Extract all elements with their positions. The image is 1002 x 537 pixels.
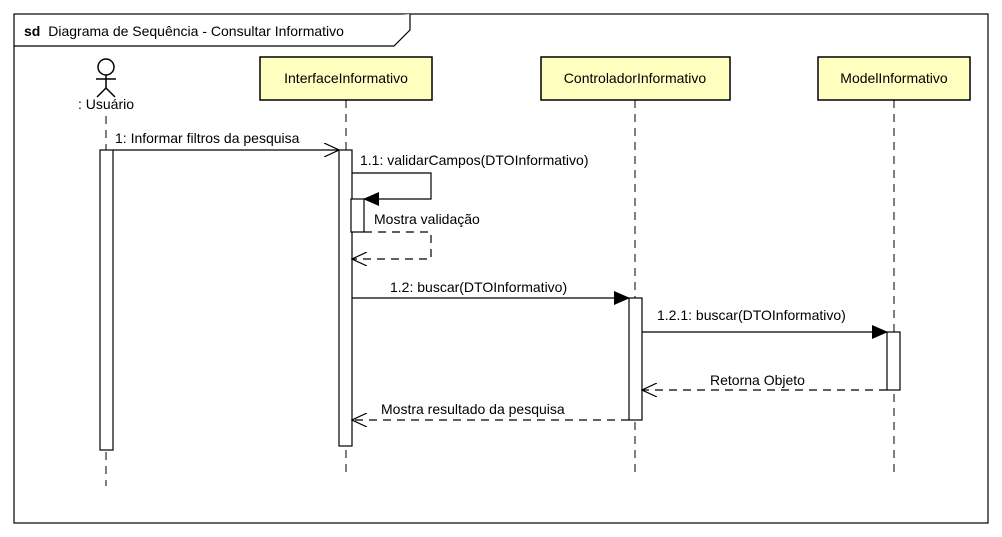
sd-frame xyxy=(13,13,989,524)
sd-keyword: sd xyxy=(24,23,40,39)
message-1-1-arrow xyxy=(352,172,432,206)
participant-controlador-box xyxy=(540,56,731,101)
message-return-resultado-label: Mostra resultado da pesquisa xyxy=(381,401,565,417)
sd-title: Diagrama de Sequência - Consultar Inform… xyxy=(48,23,344,39)
participant-controlador-label: ControladorInformativo xyxy=(564,70,707,86)
message-1-1-label: 1.1: validarCampos(DTOInformativo) xyxy=(360,152,588,168)
activation-usuario xyxy=(99,149,114,451)
message-return-objeto-label: Retorna Objeto xyxy=(710,372,805,388)
activation-interface xyxy=(338,149,353,447)
participant-interface-label: InterfaceInformativo xyxy=(284,70,408,86)
message-1-2-label: 1.2: buscar(DTOInformativo) xyxy=(390,279,567,295)
sd-frame-tab xyxy=(14,14,411,47)
message-return-validacao-label: Mostra validação xyxy=(374,211,480,227)
participant-model-label: ModelInformativo xyxy=(840,70,948,86)
sd-frame-header: sd Diagrama de Sequência - Consultar Inf… xyxy=(24,23,344,39)
message-return-validacao-arrow xyxy=(352,231,432,259)
participant-interface-box xyxy=(259,56,433,101)
activation-controlador xyxy=(628,297,643,421)
actor-usuario xyxy=(96,58,116,98)
activation-interface-nested xyxy=(350,198,365,233)
actor-usuario-label: : Usuário xyxy=(78,96,134,112)
activation-model xyxy=(886,331,901,391)
message-1-label: 1: Informar filtros da pesquisa xyxy=(115,130,300,146)
participant-model-box xyxy=(817,56,971,101)
message-1-2-1-label: 1.2.1: buscar(DTOInformativo) xyxy=(657,307,846,323)
